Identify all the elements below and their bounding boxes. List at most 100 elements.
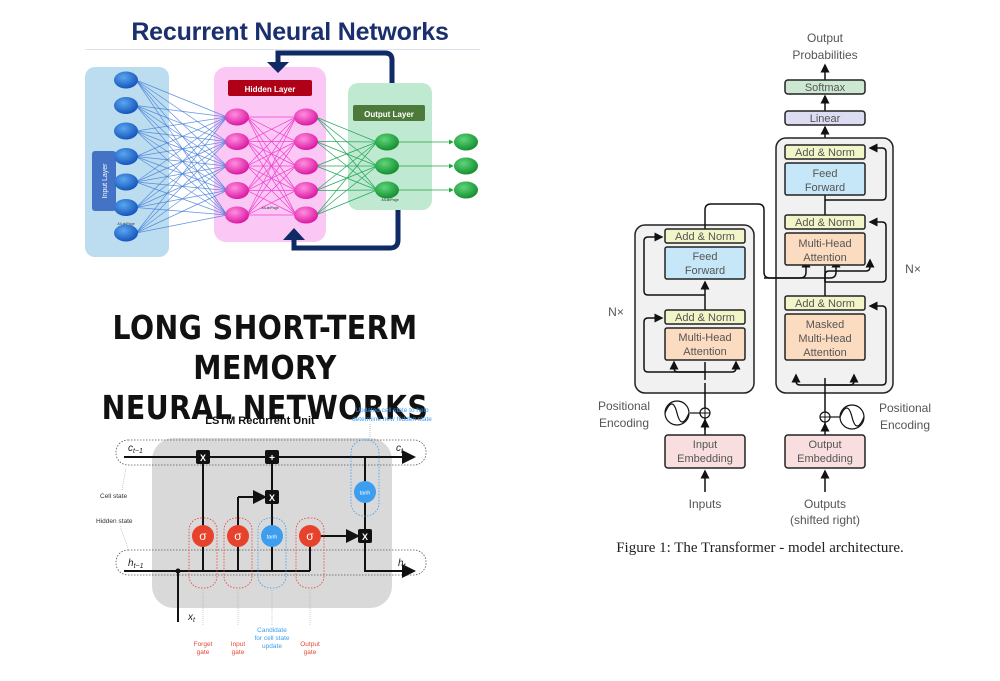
add-norm-label: Add & Norm: [795, 298, 855, 310]
decoder-masked-attention: [784, 313, 866, 361]
hidden-node: [294, 108, 318, 126]
annotation-updated-cell-2: determine new hidden state: [352, 416, 432, 423]
gate-label: update: [262, 643, 282, 650]
tanh-node: [261, 525, 283, 547]
decoder-add-norm-top: [784, 144, 866, 160]
input-node: [114, 71, 138, 89]
svg-text:X: X: [269, 493, 275, 503]
softmax-box: [784, 79, 866, 95]
hidden-layer-label: Hidden Layer: [245, 85, 296, 94]
linear-label: Linear: [810, 113, 841, 125]
decoder-positional-encoding-icon: [839, 404, 865, 430]
linear-box: [784, 110, 866, 126]
output-embedding-label: Embedding: [797, 453, 853, 465]
input-node: [114, 122, 138, 140]
hidden-layer-label-box: [228, 80, 312, 96]
gate-label: for cell state: [254, 635, 289, 642]
input-layer-label: Input Layer: [102, 163, 109, 199]
hidden-state-label: Hidden state: [96, 518, 133, 525]
figure-caption: Figure 1: The Transformer - model archit…: [616, 540, 904, 556]
cell-state-label: Cell state: [100, 493, 127, 500]
svg-text:σ: σ: [306, 529, 314, 543]
attention-label: Attention: [683, 346, 726, 358]
cell-prev-label: ct−1: [128, 443, 143, 455]
input-node: [114, 224, 138, 242]
decoder-multi-head-attention: [784, 232, 866, 266]
decoder-add-norm-bottom: [784, 295, 866, 311]
gate-label: gate: [197, 649, 210, 656]
output-node: [375, 181, 399, 199]
encoder-multi-head-attention: [664, 327, 746, 361]
attention-label: Multi-Head: [798, 238, 851, 250]
input-node: [114, 97, 138, 114]
input-node: [114, 148, 138, 165]
hidden-prev-label: ht−1: [128, 558, 144, 570]
softmax-label: Softmax: [805, 82, 846, 94]
positional-encoding-label: Encoding: [880, 418, 930, 432]
sigmoid-node: [299, 525, 321, 547]
annotation-updated-cell-1: Updated cell state to help: [355, 407, 429, 414]
feedback-arrow-bottom: [291, 210, 401, 251]
feedback-arrow-bottom-head: [283, 228, 305, 240]
feed-forward-label: Forward: [685, 265, 725, 277]
svg-text:+: +: [269, 453, 275, 464]
positional-encoding-label: Positional: [879, 401, 931, 415]
input-embedding-box: [664, 434, 746, 469]
encoder-nx-label: N×: [608, 305, 624, 319]
output-result-node: [454, 133, 478, 151]
rnn-connections: [135, 79, 454, 234]
rnn-title: Recurrent Neural Networks: [131, 18, 449, 46]
output-probabilities-label: Probabilities: [792, 48, 857, 62]
output-result-node: [454, 181, 478, 199]
svg-text:tanh: tanh: [267, 535, 278, 541]
feedback-arrow-top: [275, 50, 395, 83]
positional-encoding-label: Positional: [598, 399, 650, 413]
input-node: [114, 199, 138, 216]
hidden-node: [294, 133, 318, 150]
input-node: [114, 173, 138, 191]
hidden-node: [225, 133, 249, 150]
encoder-add-norm-bottom: [664, 309, 746, 325]
output-node: [375, 157, 399, 175]
rnn-title-underline: [85, 49, 480, 50]
hidden-node: [225, 182, 249, 199]
multiply-op-forget: X: [196, 450, 210, 464]
hidden-node: [225, 206, 249, 224]
lstm-diagram: LSTM Recurrent Unit Updated cell state t…: [96, 407, 432, 656]
inputs-label: Inputs: [689, 497, 722, 511]
xt-label: xt: [187, 612, 196, 624]
decoder-feed-forward: [784, 162, 866, 196]
gate-label: Output: [300, 641, 320, 648]
hidden-node: [225, 157, 249, 175]
cell-tanh-node: tanh: [354, 481, 376, 503]
masked-attention-label: Masked: [806, 319, 845, 331]
feedback-arrow-top-head: [267, 62, 289, 73]
add-norm-label: Add & Norm: [675, 312, 735, 324]
hidden-node: [294, 157, 318, 175]
sigmoid-node: [192, 525, 214, 547]
gate-label: Candidate: [257, 627, 287, 634]
output-layer-label: Output Layer: [364, 110, 414, 119]
encoder-feed-forward: [664, 246, 746, 280]
positional-encoding-label: Encoding: [599, 416, 649, 430]
lstm-title: LONG SHORT-TERM MEMORY NEURAL NETWORKS: [63, 308, 467, 428]
transformer-diagram: Output Probabilities Softmax Linear Add …: [598, 31, 931, 527]
add-norm-label: Add & Norm: [675, 231, 735, 243]
input-layer-label-box: [92, 151, 116, 211]
watermark: AILabPage: [261, 206, 278, 210]
multiply-op-output: X: [358, 529, 372, 543]
decoder-add-norm-middle: [784, 214, 866, 230]
output-embedding-label: Output: [808, 439, 841, 451]
gate-label: gate: [232, 649, 245, 656]
outputs-label: Outputs: [804, 497, 846, 511]
decoder-nx-label: N×: [905, 262, 921, 276]
svg-text:σ: σ: [234, 529, 242, 543]
attention-label: Attention: [803, 252, 846, 264]
lstm-title-line2: NEURAL NETWORKS: [101, 388, 429, 427]
hidden-node: [294, 182, 318, 199]
cell-next-label: ct: [396, 443, 404, 455]
svg-text:X: X: [362, 532, 368, 542]
